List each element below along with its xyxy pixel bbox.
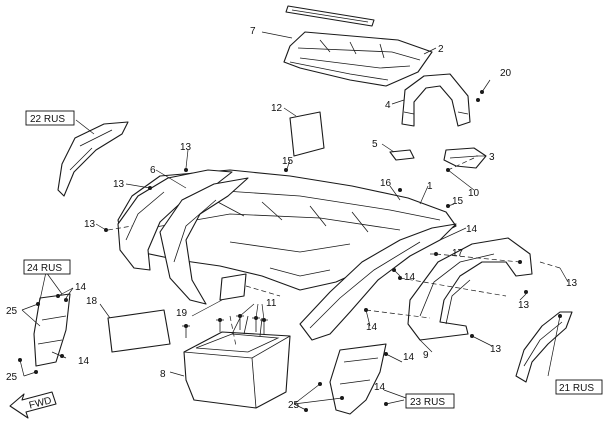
svg-text:22 RUS: 22 RUS <box>30 114 65 125</box>
callout-20: 20 <box>500 68 512 79</box>
part-18-sheet <box>107 309 171 353</box>
part-3-bracket <box>443 147 487 169</box>
part-7-strip <box>285 5 375 27</box>
callout-25-b: 25 <box>6 372 18 383</box>
callout-14-a: 14 <box>466 224 478 235</box>
part-22-guard <box>57 121 129 197</box>
callout-25-c: 25 <box>288 400 300 411</box>
callout-5: 5 <box>372 139 378 150</box>
callout-14-g: 14 <box>374 382 386 393</box>
callout-2: 2 <box>438 44 444 55</box>
forward-arrow-icon <box>9 391 57 419</box>
callout-18: 18 <box>86 296 98 307</box>
callout-14-b: 14 <box>404 272 416 283</box>
svg-text:24 RUS: 24 RUS <box>27 263 62 274</box>
kit-label-21: 21 RUS <box>555 379 603 395</box>
callout-8: 8 <box>160 369 166 380</box>
callout-25-a: 25 <box>6 306 18 317</box>
callout-10: 10 <box>468 188 480 199</box>
kit-label-24: 24 RUS <box>23 259 71 275</box>
callout-15-b: 15 <box>452 196 464 207</box>
callout-13-a: 13 <box>180 142 192 153</box>
callout-14-e: 14 <box>78 356 90 367</box>
kit-label-23: 23 RUS <box>405 393 455 409</box>
callout-6: 6 <box>150 165 156 176</box>
part-24-mud-flap <box>33 293 71 367</box>
guide-lines <box>107 157 561 347</box>
part-12-panel <box>289 111 325 157</box>
part-19-plate <box>219 273 247 301</box>
callout-4: 4 <box>385 100 391 111</box>
callout-9: 9 <box>423 350 429 361</box>
callout-14-f: 14 <box>403 352 415 363</box>
callout-12: 12 <box>271 103 283 114</box>
svg-text:23 RUS: 23 RUS <box>410 397 445 408</box>
callout-13-c: 13 <box>84 219 96 230</box>
part-5-bracket <box>389 149 415 161</box>
leader-lines <box>19 31 569 411</box>
kit-label-22: 22 RUS <box>25 110 75 126</box>
callout-11: 11 <box>266 298 277 309</box>
part-23-mud-flap <box>329 343 387 415</box>
part-8-storage-box <box>183 315 291 409</box>
callout-numbers: 1 2 3 4 5 6 7 8 9 10 11 12 13 13 13 13 1… <box>6 26 578 411</box>
callout-15-a: 15 <box>282 156 294 167</box>
part-4-handle <box>401 73 471 127</box>
callout-1: 1 <box>427 181 433 192</box>
callout-19: 19 <box>176 308 188 319</box>
callout-13-e: 13 <box>518 300 530 311</box>
callout-17: 17 <box>452 248 464 259</box>
callout-16: 16 <box>380 178 392 189</box>
forward-label: FWD <box>28 395 53 411</box>
callout-14-c: 14 <box>366 322 378 333</box>
callout-13-b: 13 <box>113 179 125 190</box>
callout-13-f: 13 <box>490 344 502 355</box>
callout-7: 7 <box>250 26 256 37</box>
part-21-guard <box>515 311 573 383</box>
callout-3: 3 <box>489 152 495 163</box>
svg-text:21 RUS: 21 RUS <box>559 383 594 394</box>
part-9-right-fender <box>407 237 533 341</box>
part-6-left-fender <box>117 169 249 305</box>
part-2-rear-lid <box>283 31 433 87</box>
callout-13-d: 13 <box>566 278 578 289</box>
callout-14-d: 14 <box>75 282 87 293</box>
